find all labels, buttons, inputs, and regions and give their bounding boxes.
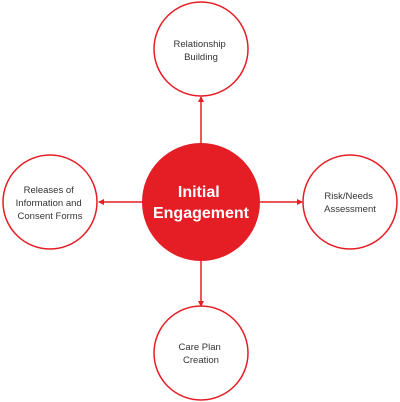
node-left-line-1: Releases of [24, 185, 75, 196]
center-circle [142, 143, 260, 261]
node-bottom-circle [153, 305, 249, 401]
node-left-label: Releases of Information and Consent Form… [16, 185, 85, 222]
center-label-line-1: Initial [178, 184, 220, 201]
node-right-circle [302, 154, 398, 250]
node-bottom-line-2: Creation [183, 355, 219, 366]
node-left-line-2: Information and [16, 198, 82, 209]
node-bottom-label: Care Plan Creation [179, 342, 224, 366]
node-right-label: Risk/Needs Assessment [324, 191, 376, 215]
center-label-line-2: Engagement [153, 205, 250, 222]
node-top-line-1: Relationship [174, 39, 226, 50]
node-bottom-line-1: Care Plan [179, 342, 221, 353]
node-left-circle [2, 154, 98, 250]
node-left-line-3: Consent Forms [18, 211, 83, 222]
center-label: Initial Engagement [153, 184, 250, 222]
node-top-label: Relationship Building [174, 39, 229, 63]
node-top-line-2: Building [184, 52, 218, 63]
node-top-circle [153, 1, 249, 97]
node-right-line-2: Assessment [324, 204, 376, 215]
node-right-line-1: Risk/Needs [324, 191, 373, 202]
